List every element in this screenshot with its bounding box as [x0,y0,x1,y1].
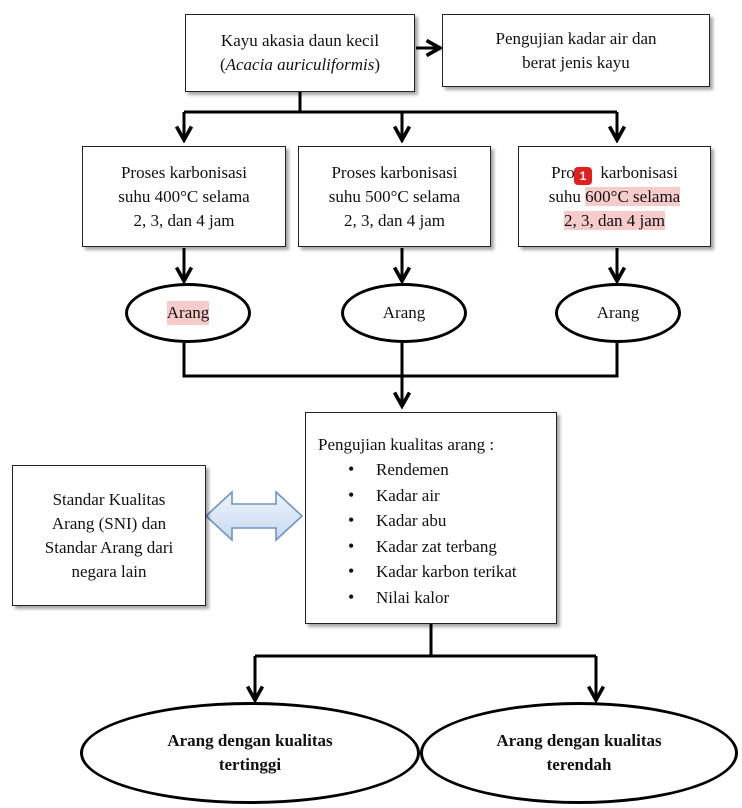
outcome-lowest-line2: terendah [546,755,612,774]
wood-source-line2: (Acacia auriculiformis) [219,55,381,74]
process-600-highlight-b: 2, 3, dan 4 jam [563,210,666,230]
double-arrow-icon [204,490,304,542]
quality-test-item: Kadar karbon terikat [306,559,517,585]
wood-source-line1: Kayu akasia daun kecil [220,31,380,50]
arang-ellipse-2: Arang [341,283,467,343]
process-400-line2: suhu 400°C selama [118,186,250,206]
standard-box: Standar Kualitas Arang (SNI) dan Standar… [12,465,206,606]
process-600-line2: suhu 600°C selama [548,186,681,206]
standard-line4: negara lain [71,561,147,581]
outcome-lowest-ellipse: Arang dengan kualitas terendah [420,702,738,804]
process-500-line3: 2, 3, dan 4 jam [343,210,446,230]
quality-test-item: Nilai kalor [306,585,517,611]
standard-line3: Standar Arang dari [44,537,174,557]
quality-test-item: Rendemen [306,457,517,483]
outcome-highest-line1: Arang dengan kualitas [167,731,333,750]
process-box-400: Proses karbonisasi suhu 400°C selama 2, … [82,146,286,247]
outcome-highest-line2: tertinggi [218,755,282,774]
standard-line2: Arang (SNI) dan [51,513,167,533]
quality-test-item: Kadar zat terbang [306,534,517,560]
process-600-highlight-a: 600°C selama [585,186,681,206]
arang-label-2: Arang [382,303,426,322]
process-box-500: Proses karbonisasi suhu 500°C selama 2, … [298,146,491,247]
standard-line1: Standar Kualitas [52,489,166,509]
wood-test-box: Pengujian kadar air dan berat jenis kayu [442,14,710,87]
quality-test-item: Kadar abu [306,508,517,534]
wood-source-box: Kayu akasia daun kecil (Acacia auriculif… [185,14,415,92]
process-400-line1: Proses karbonisasi [120,162,248,182]
wood-test-line1: Pengujian kadar air dan [495,28,657,48]
quality-test-item: Kadar air [306,483,517,509]
quality-test-title: Pengujian kualitas arang : [318,435,495,454]
wood-test-line2: berat jenis kayu [522,52,630,72]
arang-label-3: Arang [596,303,640,322]
process-500-line1: Proses karbonisasi [331,162,458,182]
process-400-line3: 2, 3, dan 4 jam [133,210,235,230]
quality-test-list: Rendemen Kadar air Kadar abu Kadar zat t… [306,457,517,610]
annotation-marker[interactable]: 1 [574,167,592,185]
process-500-line2: suhu 500°C selama [328,186,461,206]
outcome-lowest-line1: Arang dengan kualitas [496,731,662,750]
arang-ellipse-3: Arang [555,283,681,343]
species-name: Acacia auriculiformis [225,55,375,74]
process-600-line3: 2, 3, dan 4 jam [563,209,666,233]
arang-label-1: Arang [166,301,210,325]
outcome-highest-ellipse: Arang dengan kualitas tertinggi [80,702,420,804]
arang-ellipse-1: Arang [125,283,251,343]
quality-test-box: Pengujian kualitas arang : Rendemen Kada… [305,412,557,624]
